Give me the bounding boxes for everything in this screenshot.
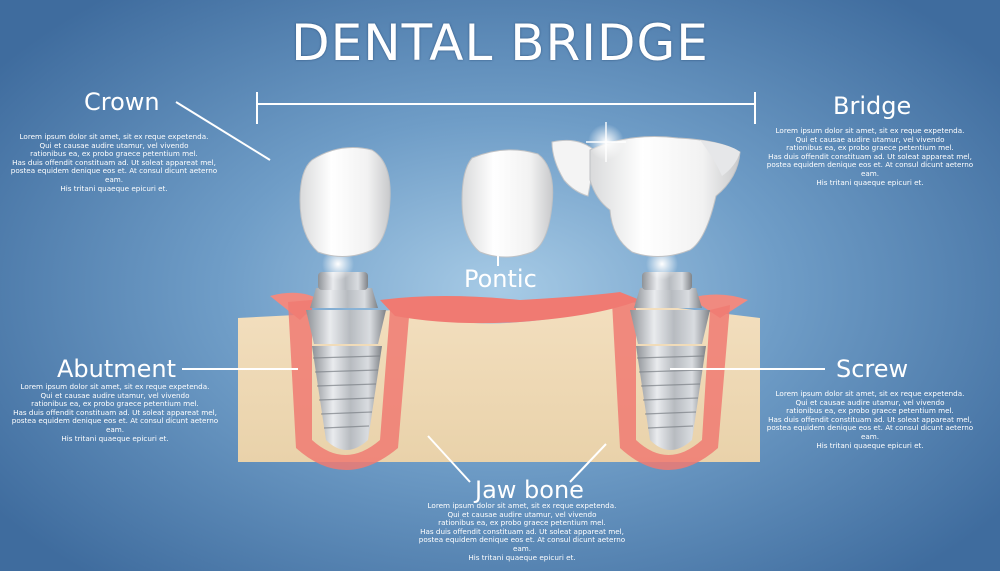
screw-description: Lorem ipsum dolor sit amet, sit ex reque… [766, 389, 974, 450]
crown-label: Crown [84, 88, 160, 116]
gum-tissue [270, 292, 748, 470]
left-implant [306, 248, 386, 450]
left-crown [299, 147, 391, 257]
pontic-label: Pontic [464, 265, 537, 293]
abutment-label: Abutment [57, 355, 177, 383]
bridge-label: Bridge [833, 92, 912, 120]
jaw-bone-label: Jaw bone [475, 476, 584, 504]
screw-label: Screw [836, 355, 909, 383]
bridge-description: Lorem ipsum dolor sit amet, sit ex reque… [766, 126, 974, 187]
pontic-crown [461, 149, 554, 258]
leader-lines [175, 101, 825, 483]
abutment-description: Lorem ipsum dolor sit amet, sit ex reque… [11, 382, 219, 443]
page-title: DENTAL BRIDGE [291, 14, 709, 72]
jaw-bone-description: Lorem ipsum dolor sit amet, sit ex reque… [418, 501, 626, 562]
right-implant [630, 248, 710, 450]
crown-description: Lorem ipsum dolor sit amet, sit ex reque… [10, 132, 218, 193]
bridge-span-bracket [256, 92, 756, 124]
right-crown [551, 122, 741, 257]
